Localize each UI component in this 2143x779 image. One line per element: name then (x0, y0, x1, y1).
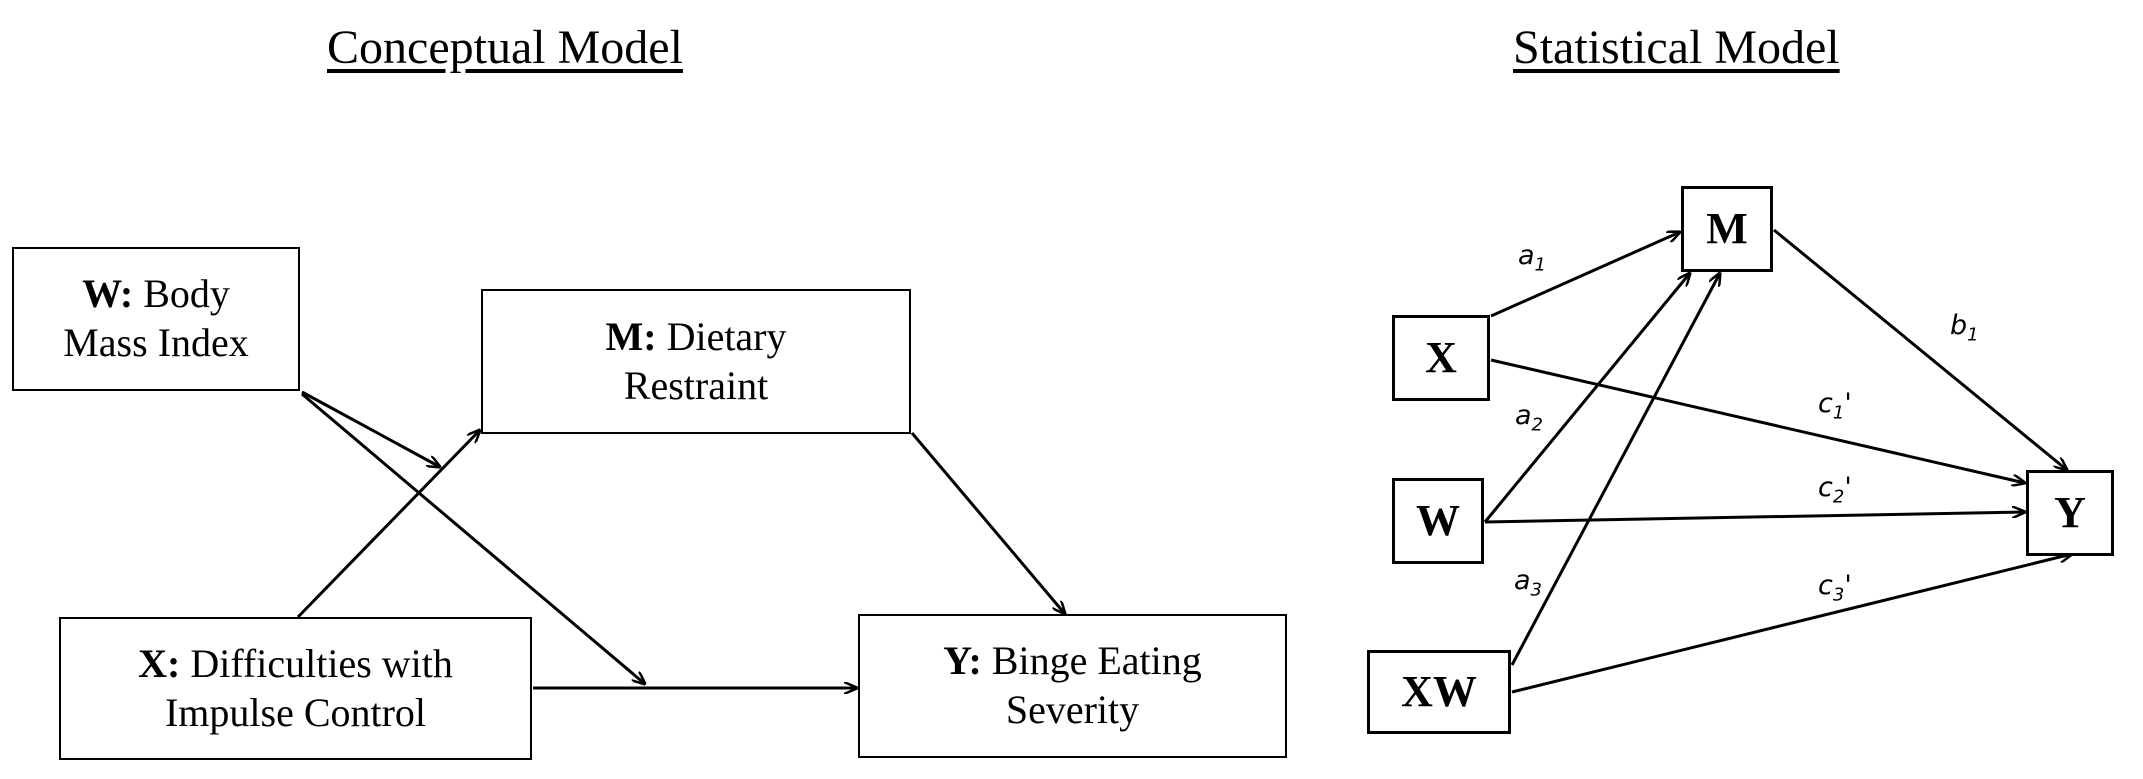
node-w-prefix: W: (82, 271, 134, 317)
node-y-line1: Binge Eating (991, 638, 1202, 684)
statistical-model-title: Statistical Model (1513, 21, 1840, 74)
node-w-body-mass-index: W: Body Mass Index (12, 247, 300, 391)
arrow-a1 (1490, 232, 1680, 318)
arrow-b1 (1773, 228, 2067, 470)
arrow-m-to-y (910, 432, 1065, 614)
arrow-c1 (1490, 358, 2025, 483)
node-m-line2: Restraint (623, 362, 769, 408)
path-label-c2: c2' (1818, 472, 1852, 508)
stat-node-xw: XW (1367, 650, 1511, 734)
arrow-w-to-xy-path (301, 392, 645, 684)
arrow-w-to-xm-path (301, 390, 440, 467)
node-x-prefix: X: (138, 640, 181, 686)
node-w-line1: Body (143, 271, 230, 317)
path-label-c1: c1' (1818, 388, 1852, 424)
arrow-a3 (1510, 273, 1720, 666)
conceptual-model-title: Conceptual Model (327, 21, 683, 74)
node-x-line1: Difficulties with (190, 640, 453, 686)
node-x-line2: Impulse Control (164, 689, 427, 735)
path-label-c3: c3' (1818, 570, 1852, 606)
path-label-b1: b1 (1950, 310, 1979, 346)
node-y-line2: Severity (1005, 687, 1140, 732)
path-label-a3: a3 (1514, 565, 1542, 601)
node-w-line2: Mass Index (63, 320, 249, 365)
node-m-prefix: M: (605, 313, 657, 359)
node-y-binge-eating: Y: Binge Eating Severity (858, 614, 1287, 758)
path-label-a2: a2 (1515, 400, 1543, 436)
stat-node-m: M (1681, 186, 1773, 272)
node-y-prefix: Y: (943, 638, 982, 684)
node-m-dietary-restraint: M: Dietary Restraint (481, 289, 911, 434)
arrow-a2 (1483, 273, 1690, 523)
arrow-c3 (1511, 554, 2072, 694)
arrow-c2 (1484, 512, 2025, 524)
path-label-a1: a1 (1518, 240, 1546, 276)
node-m-line1: Dietary (666, 313, 787, 359)
arrow-x-to-m (296, 430, 480, 619)
stat-node-x: X (1392, 315, 1490, 401)
stat-node-y: Y (2026, 470, 2114, 556)
stat-node-w: W (1392, 478, 1484, 564)
node-x-impulse-control: X: Difficulties with Impulse Control (59, 617, 532, 760)
